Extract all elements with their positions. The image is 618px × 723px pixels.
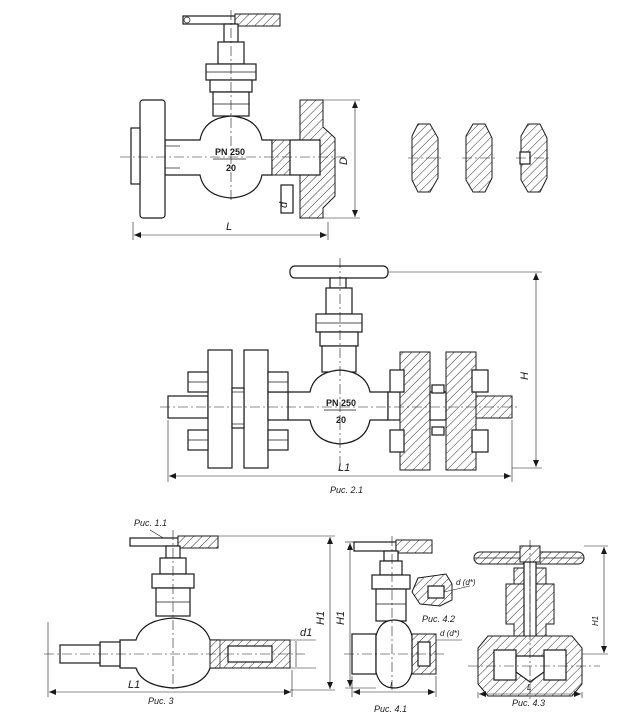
figure-3-weld-end-valve: Рис. 1.1 d1 [44, 518, 335, 706]
dimension-bore-1: d [278, 188, 294, 212]
dimension-label-d-bore: d [278, 201, 290, 208]
handwheel-bar-2 [289, 265, 389, 279]
weld-end-detail-profiles [408, 123, 552, 193]
detail-4-2-weld-socket: d (d*) Рис. 4.2 [411, 573, 476, 624]
handwheel-bar-4-1 [353, 539, 433, 554]
dimension-label-d-outer: D [338, 157, 350, 165]
dimension-label-d-d-star-detail: d (d*) [456, 578, 476, 587]
dimension-label-l1-fig3: L1 [128, 679, 140, 691]
figure-4-3-sectional-valve: H1 L Рис. 4.3 [468, 540, 608, 708]
caption-fig-4-1: Рис. 4.1 [374, 704, 407, 714]
stem-assembly-4-1 [371, 550, 411, 622]
dimension-label-l-fig4-1: L [390, 681, 394, 690]
caption-fig-2-1: Рис. 2.1 [330, 485, 363, 495]
figure-2-1-flanged-valve-assembly: PN 250 20 [160, 258, 542, 495]
dimension-length-4-3: L [477, 683, 583, 698]
dimension-diameter-1: D [323, 99, 360, 219]
dimension-label-h1-fig4-1: H1 [335, 611, 347, 625]
dimension-height-4-3: H1 [582, 545, 608, 655]
dimension-label-d1: d1 [300, 627, 312, 639]
dimension-length-1: L [132, 221, 329, 240]
dimension-label-l: L [226, 221, 232, 233]
handwheel-bar-1 [182, 13, 281, 27]
dimension-label-d-d-star: d (d*) [440, 629, 460, 638]
dimension-bore-4-1: d (d*) [436, 629, 462, 641]
dimension-height-3: H1 [218, 535, 335, 691]
body-marking-size-2: 20 [336, 415, 346, 425]
body-marking-pressure-2: PN 250 [326, 398, 356, 408]
dimension-label-l1: L1 [338, 462, 350, 474]
valve-body-3 [59, 617, 291, 689]
dimension-height-2: H [388, 271, 542, 469]
dimension-label-h1-fig3: H1 [315, 611, 327, 625]
right-flange-section-1 [271, 99, 336, 219]
flange-pair-right-section [387, 351, 513, 471]
dimension-length-2: L1 [167, 420, 513, 482]
caption-fig-4-3: Рис. 4.3 [512, 698, 545, 708]
dimension-label-l-fig4-3: L [527, 683, 531, 692]
dimension-length-3: L1 [47, 622, 293, 697]
caption-fig-4-2: Рис. 4.2 [422, 614, 455, 624]
handwheel-bar-3 [129, 535, 219, 549]
figure-1-flanged-valve: PN 250 20 L D [120, 10, 360, 240]
caption-fig-3: Рис. 3 [148, 696, 174, 706]
flange-pair-left [187, 349, 289, 469]
caption-fig-1-1: Рис. 1.1 [134, 518, 167, 528]
dimension-length-4-1: L [351, 676, 437, 697]
bolt-nuts-left [187, 371, 289, 451]
body-marking-pressure: PN 250 [215, 147, 245, 157]
bolt-nuts-right [389, 369, 489, 453]
stem-assembly-2 [315, 277, 363, 373]
dimension-label-h1-fig4-3: H1 [591, 616, 600, 626]
figure-4-1-threaded-valve: d (d*) Рис. 4.2 d (d*) H1 L Рис. 4.1 [335, 536, 476, 714]
dimension-label-h: H [519, 372, 531, 380]
dimension-height-4-1: H1 [335, 541, 376, 689]
left-flange-1 [130, 99, 180, 219]
dimension-bore-3: d1 [290, 627, 316, 669]
